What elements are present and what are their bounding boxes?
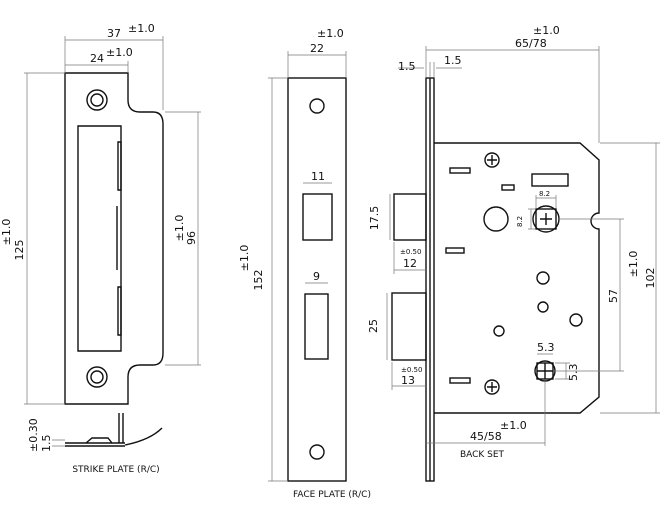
dim-spindle-width: 8.2 [539,190,550,198]
dim-width: 22 [310,42,324,55]
dim-tolerance: ±0.50 [401,366,422,374]
dim-depth: 65/78 [515,37,547,50]
dim-deadbolt-projection: 13 [401,374,415,387]
lock-body: 65/78 ±1.0 1.5 1.5 17.5 ±0.50 12 25 ±0.5… [367,24,660,482]
dim-case-height: 102 [644,268,657,289]
dim-thickness: 1.5 [40,435,53,453]
strike-plate-label: STRIKE PLATE (R/C) [72,465,159,475]
dim-faceplate-thickness: 1.5 [398,60,416,73]
dim-deadbolt-height: 25 [367,319,380,333]
dim-spindle-height: 8.2 [516,216,524,227]
dim-tolerance: ±1.0 [317,27,344,40]
dim-tolerance: ±1.0 [0,219,13,246]
dim-cylinder-width: 5.3 [537,341,555,354]
dim-tolerance: ±1.0 [533,24,560,37]
dim-width-overall: 37 [107,27,121,40]
dim-width-plate: 24 [90,52,104,65]
screw-icon [484,152,500,168]
dim-tolerance: ±0.50 [400,248,421,256]
back-set-label: BACK SET [460,450,505,460]
face-plate: 22 ±1.0 11 9 152 ±1.0 FACE PLATE (R/C) [238,27,371,500]
dim-tolerance: ±1.0 [500,419,527,432]
dim-latch-projection: 12 [403,257,417,270]
dim-centres: 57 [607,289,620,303]
dim-height: 152 [252,270,265,291]
dim-tolerance: ±1.0 [173,215,186,242]
dim-tolerance: ±1.0 [238,245,251,272]
screw-icon [484,379,500,395]
face-plate-label: FACE PLATE (R/C) [293,490,371,500]
dim-tab-height: 96 [185,231,198,245]
dim-tolerance: ±1.0 [627,251,640,278]
dim-cylinder-height: 5.3 [567,364,580,382]
dim-backset: 45/58 [470,430,502,443]
dim-tolerance: ±0.30 [27,418,40,452]
dim-tolerance: ±1.0 [128,22,155,35]
strike-plate: 37 ±1.0 24 ±1.0 125 ±1.0 96 ±1.0 1.5 ±0.… [0,22,201,475]
dim-tolerance: ±1.0 [106,46,133,59]
dim-lower-slot: 9 [313,270,320,283]
dim-height: 125 [13,240,26,261]
dim-faceplate-thickness: 1.5 [444,54,462,67]
dim-upper-slot: 11 [311,170,325,183]
dim-latch-height: 17.5 [368,206,381,231]
